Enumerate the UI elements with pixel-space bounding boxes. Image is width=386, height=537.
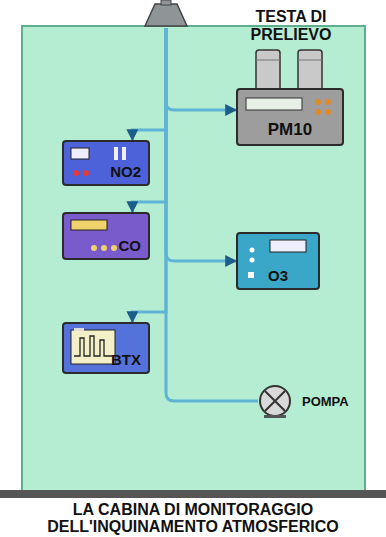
pipe-connector — [166, 28, 236, 110]
head-label: TESTA DI PRELIEVO — [243, 8, 339, 43]
pump-label: POMPA — [302, 394, 349, 409]
pipe-connector — [132, 28, 166, 140]
pump-symbol — [258, 384, 292, 418]
pipe-connector — [166, 28, 258, 401]
cabin-wall — [22, 26, 365, 492]
pm10-inlets — [256, 50, 322, 92]
analyzer-box: O3 — [236, 232, 320, 290]
analyzer-label: PM10 — [268, 121, 312, 140]
analyzer-label: CO — [119, 238, 142, 255]
caption: LA CABINA DI MONITORAGGIO DELL'INQUINAME… — [2, 502, 384, 536]
ground-bar — [0, 490, 386, 498]
analyzer-box: BTX — [62, 322, 150, 374]
sampling-head-shape — [143, 0, 189, 28]
analyzer-label: O3 — [268, 268, 288, 285]
analyzer-box: PM10 — [236, 88, 344, 146]
sampling-head: TESTA DI PRELIEVO — [143, 0, 189, 28]
analyzer-label: NO2 — [110, 164, 141, 181]
analyzer-box: CO — [62, 212, 150, 260]
pipe-connector — [166, 28, 236, 261]
analyzer-box: NO2 — [62, 140, 150, 186]
analyzer-label: BTX — [111, 352, 141, 369]
pump: POMPA — [258, 384, 292, 418]
